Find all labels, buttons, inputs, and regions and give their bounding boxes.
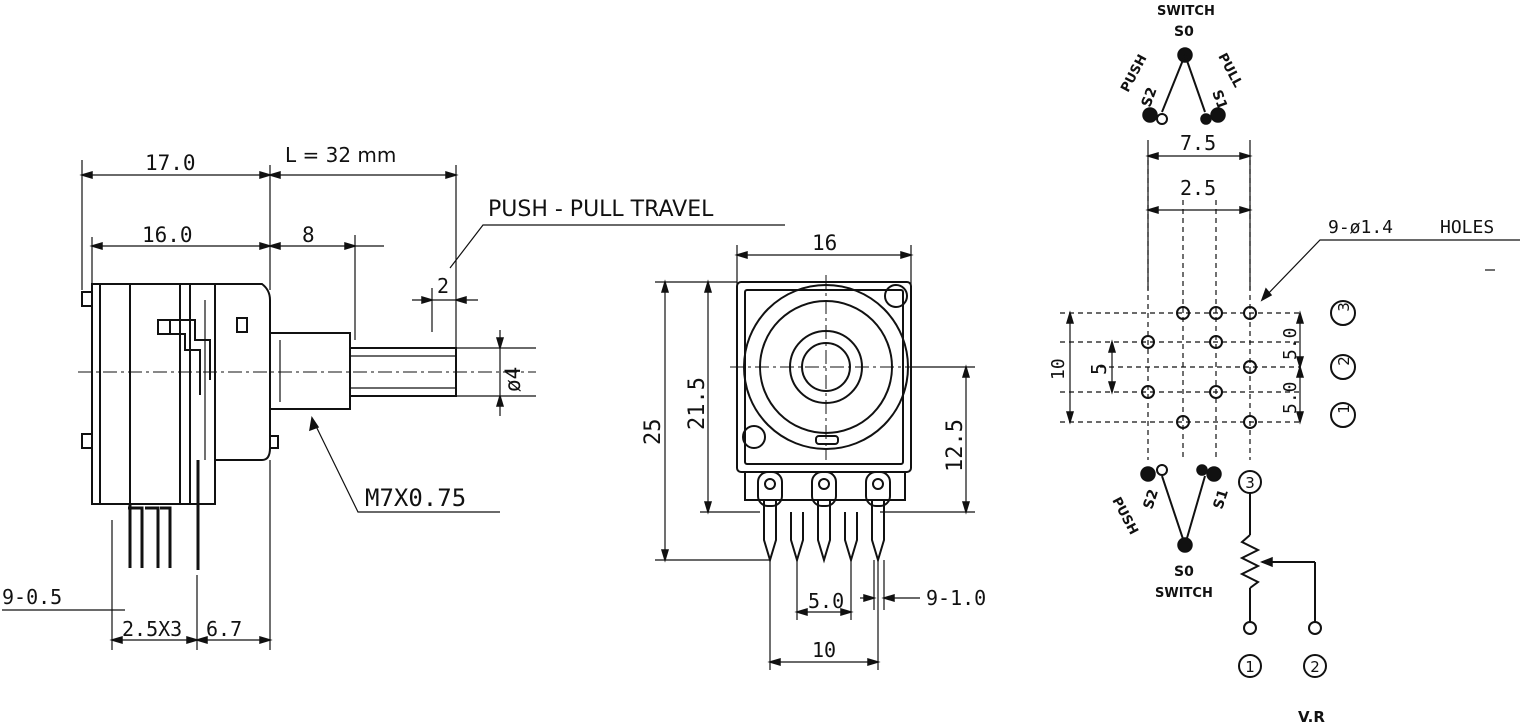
dim-16: 16.0 bbox=[142, 223, 193, 247]
dim-pcb-5: 5 bbox=[1087, 363, 1111, 375]
label-holes-count: 9-ø1.4 bbox=[1328, 217, 1393, 238]
dim-pcb-10: 10 bbox=[1048, 358, 1069, 380]
label-push-pull-travel: PUSH - PULL TRAVEL bbox=[488, 197, 714, 222]
label-s1-top: S1 bbox=[1208, 88, 1230, 112]
dim-travel-2: 2 bbox=[437, 274, 449, 298]
dim-front-25: 25 bbox=[641, 419, 666, 446]
side-view: 17.0 L = 32 mm 16.0 8 PUSH - PULL TRAVEL… bbox=[2, 143, 785, 650]
label-s2-top: S2 bbox=[1139, 85, 1161, 109]
row-2: 2 bbox=[1335, 356, 1353, 366]
label-pull-top: PULL bbox=[1214, 51, 1244, 90]
dim-pcb-7-5: 7.5 bbox=[1180, 131, 1216, 155]
dim-front-21-5: 21.5 bbox=[685, 377, 710, 430]
pcb-view: SWITCH S0 PUSH PULL S2 S1 7.5 2.5 bbox=[1048, 4, 1520, 726]
dim-pins: 9-0.5 bbox=[2, 585, 62, 609]
dim-6-7: 6.7 bbox=[206, 617, 242, 641]
dim-8: 8 bbox=[302, 223, 315, 247]
dim-front-12-5: 12.5 bbox=[943, 419, 968, 472]
dim-17: 17.0 bbox=[145, 151, 196, 175]
row-3: 3 bbox=[1335, 302, 1353, 312]
vr-pin-3: 3 bbox=[1245, 474, 1255, 492]
label-s0-top: S0 bbox=[1174, 24, 1194, 40]
dim-pitch: 2.5X3 bbox=[122, 617, 182, 641]
front-view: 16 25 bbox=[641, 231, 986, 670]
label-holes: HOLES bbox=[1440, 217, 1494, 238]
dim-length: L = 32 mm bbox=[285, 143, 396, 167]
dim-pcb-2-5: 2.5 bbox=[1180, 176, 1216, 200]
vr-pin-2: 2 bbox=[1310, 658, 1320, 676]
dim-front-5: 5.0 bbox=[808, 589, 844, 613]
dim-front-pins: 9-1.0 bbox=[926, 586, 986, 610]
dim-front-16: 16 bbox=[812, 231, 837, 255]
label-push-bot: PUSH bbox=[1108, 495, 1140, 538]
vr-pin-1: 1 bbox=[1245, 658, 1255, 676]
label-s1-bot: S1 bbox=[1211, 487, 1232, 511]
row-1: 1 bbox=[1335, 404, 1353, 414]
label-thread: M7X0.75 bbox=[365, 484, 466, 512]
dim-pcb-5-0-b: 5.0 bbox=[1280, 381, 1301, 414]
dim-front-10: 10 bbox=[812, 638, 836, 662]
label-s2-bot: S2 bbox=[1141, 487, 1162, 511]
dim-pcb-5-0-a: 5.0 bbox=[1280, 327, 1301, 360]
label-vr: V.R bbox=[1298, 708, 1325, 726]
dim-shaft-dia: ø4 bbox=[501, 367, 525, 392]
label-switch-bot: SWITCH bbox=[1155, 586, 1213, 601]
label-switch-top: SWITCH bbox=[1157, 4, 1215, 19]
label-s0-bot: S0 bbox=[1174, 564, 1194, 580]
